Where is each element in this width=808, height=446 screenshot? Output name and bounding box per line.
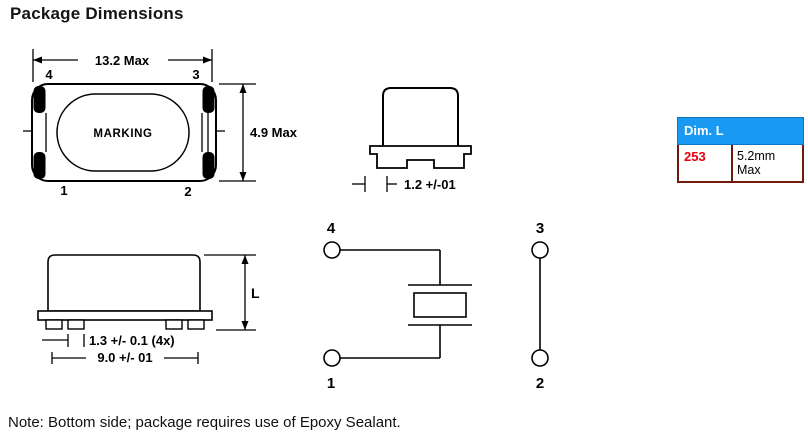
marking-label: MARKING <box>93 128 152 140</box>
base-dimension: 1.2 +/-01 <box>404 177 456 192</box>
pin3-label: 3 <box>192 67 199 82</box>
height-dimension-label: L <box>251 285 260 301</box>
dim-table: Dim. L 253 5.2mm Max <box>677 117 804 183</box>
end-view: 1.2 +/-01 <box>352 87 472 192</box>
schematic-pin2-label: 2 <box>536 375 544 392</box>
top-view: 13.2 Max MARKING 4 3 1 2 <box>23 49 298 199</box>
schematic-pin4-label: 4 <box>327 220 336 237</box>
marking-area <box>56 93 190 172</box>
dim-code-cell: 253 <box>679 145 733 181</box>
crystal-body-side <box>47 254 201 312</box>
height-dimension-lines <box>204 254 256 331</box>
page-title: Package Dimensions <box>10 4 184 23</box>
pin1-label: 1 <box>60 183 67 198</box>
pin1-terminal <box>323 349 341 367</box>
pad-dimension-lines <box>42 334 85 347</box>
pin3-terminal <box>531 241 549 259</box>
body-dimension: 9.0 +/- 01 <box>97 350 152 365</box>
top-height-dimension: 4.9 Max <box>250 125 298 140</box>
crystal-body-end <box>382 87 459 146</box>
top-width-dimension: 13.2 Max <box>95 53 150 68</box>
top-width-dimension-lines <box>32 49 213 82</box>
dim-value-cell: 5.2mm Max <box>737 149 776 177</box>
dim-table-row: 253 5.2mm Max <box>677 145 804 183</box>
base-profile <box>369 145 472 169</box>
pin4-terminal <box>323 241 341 259</box>
solder-pads <box>45 319 205 330</box>
body-dimension-lines <box>51 352 199 364</box>
note-text: Note: Bottom side; package requires use … <box>8 414 401 431</box>
schematic: 4 1 3 2 <box>323 220 549 392</box>
schematic-pin1-label: 1 <box>327 375 335 392</box>
corner-pads <box>33 86 215 179</box>
base-dimension-lines <box>352 176 397 192</box>
top-height-dimension-lines <box>219 83 256 182</box>
pin2-terminal <box>531 349 549 367</box>
schematic-pin3-label: 3 <box>536 220 544 237</box>
side-view: 1.3 +/- 0.1 (4x) 9.0 +/- 01 L <box>37 254 260 365</box>
dim-table-header: Dim. L <box>677 117 804 145</box>
pin2-label: 2 <box>184 184 191 199</box>
base-flange <box>37 310 213 321</box>
pad-dimension: 1.3 +/- 0.1 (4x) <box>89 333 175 348</box>
pin4-label: 4 <box>45 67 53 82</box>
crystal-symbol <box>408 284 472 326</box>
